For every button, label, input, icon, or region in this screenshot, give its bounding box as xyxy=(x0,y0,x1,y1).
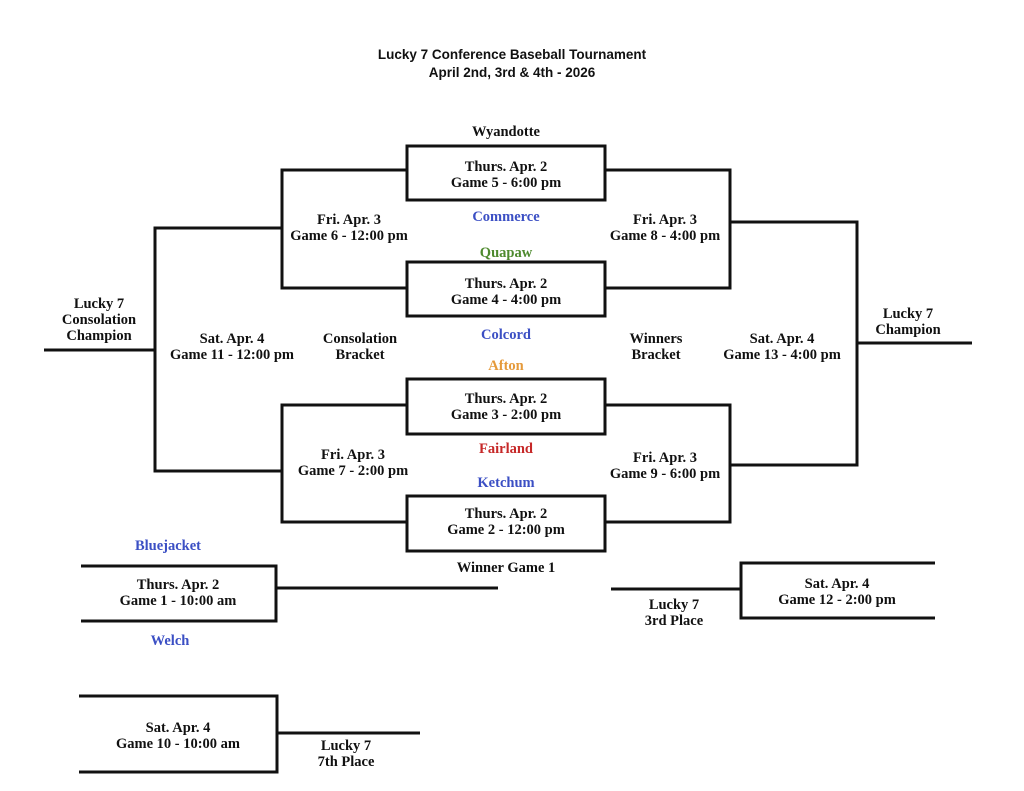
game2-label: Thurs. Apr. 2 Game 2 - 12:00 pm xyxy=(407,506,605,538)
game8-time: Game 8 - 4:00 pm xyxy=(609,228,721,244)
winners-bracket-line1: Winners xyxy=(629,331,683,347)
team-colcord: Colcord xyxy=(481,327,531,343)
page-title: Lucky 7 Conference Baseball Tournament A… xyxy=(312,46,712,82)
game13-time: Game 13 - 4:00 pm xyxy=(723,347,841,363)
game10-time: Game 10 - 10:00 am xyxy=(115,736,241,752)
game5-time: Game 5 - 6:00 pm xyxy=(450,175,562,191)
game3-label: Thurs. Apr. 2 Game 3 - 2:00 pm xyxy=(407,391,605,423)
game12-label: Sat. Apr. 4 Game 12 - 2:00 pm xyxy=(752,576,922,608)
game8-bracket xyxy=(605,168,732,290)
team-bluejacket: Bluejacket xyxy=(134,538,202,554)
consolation-bracket-line2: Bracket xyxy=(335,347,385,363)
seventh-place-line1: Lucky 7 xyxy=(320,738,372,754)
game4-label: Thurs. Apr. 2 Game 4 - 4:00 pm xyxy=(407,276,605,308)
consolation-bracket-label: Consolation Bracket xyxy=(310,331,410,363)
game3-day: Thurs. Apr. 2 xyxy=(464,391,548,407)
title-line1: Lucky 7 Conference Baseball Tournament xyxy=(377,47,647,62)
game12-day: Sat. Apr. 4 xyxy=(804,576,870,592)
game11-time: Game 11 - 12:00 pm xyxy=(169,347,295,363)
game5-day: Thurs. Apr. 2 xyxy=(464,159,548,175)
game6-day: Fri. Apr. 3 xyxy=(317,212,381,228)
game10-day: Sat. Apr. 4 xyxy=(145,720,211,736)
game7-bracket xyxy=(280,403,407,524)
game12-time: Game 12 - 2:00 pm xyxy=(778,592,896,608)
game9-time: Game 9 - 6:00 pm xyxy=(609,466,721,482)
team-commerce: Commerce xyxy=(472,209,540,225)
consolation-champion-label: Lucky 7 Consolation Champion xyxy=(46,296,152,344)
game8-label: Fri. Apr. 3 Game 8 - 4:00 pm xyxy=(598,212,732,244)
game9-day: Fri. Apr. 3 xyxy=(633,450,697,466)
game2-time: Game 2 - 12:00 pm xyxy=(447,522,565,538)
team-wyandotte: Wyandotte xyxy=(472,124,540,140)
champion-line1: Lucky 7 xyxy=(882,306,934,322)
game1-label: Thurs. Apr. 2 Game 1 - 10:00 am xyxy=(90,577,266,609)
game7-label: Fri. Apr. 3 Game 7 - 2:00 pm xyxy=(286,447,420,479)
game3-time: Game 3 - 2:00 pm xyxy=(450,407,562,423)
winner-game1: Winner Game 1 xyxy=(456,560,556,576)
team-afton: Afton xyxy=(488,358,524,374)
team-welch: Welch xyxy=(150,633,190,649)
champion-label: Lucky 7 Champion xyxy=(862,306,954,338)
game13-label: Sat. Apr. 4 Game 13 - 4:00 pm xyxy=(710,331,854,363)
champion-line2: Champion xyxy=(875,322,941,338)
consolation-champion-line1: Lucky 7 xyxy=(73,296,125,312)
game5-label: Thurs. Apr. 2 Game 5 - 6:00 pm xyxy=(407,159,605,191)
game6-time: Game 6 - 12:00 pm xyxy=(290,228,408,244)
game11-day: Sat. Apr. 4 xyxy=(199,331,265,347)
game4-time: Game 4 - 4:00 pm xyxy=(450,292,562,308)
game6-label: Fri. Apr. 3 Game 6 - 12:00 pm xyxy=(282,212,416,244)
third-place-line2: 3rd Place xyxy=(644,613,704,629)
winners-bracket-line2: Bracket xyxy=(631,347,681,363)
game8-day: Fri. Apr. 3 xyxy=(633,212,697,228)
game1-time: Game 1 - 10:00 am xyxy=(119,593,237,609)
winners-bracket-label: Winners Bracket xyxy=(610,331,702,363)
game7-time: Game 7 - 2:00 pm xyxy=(297,463,409,479)
game2-day: Thurs. Apr. 2 xyxy=(464,506,548,522)
consolation-bracket-line1: Consolation xyxy=(322,331,398,347)
consolation-champion-line2: Consolation xyxy=(61,312,137,328)
game11-label: Sat. Apr. 4 Game 11 - 12:00 pm xyxy=(158,331,306,363)
consolation-champion-line3: Champion xyxy=(66,328,132,344)
team-quapaw: Quapaw xyxy=(479,245,533,261)
game9-label: Fri. Apr. 3 Game 9 - 6:00 pm xyxy=(598,450,732,482)
third-place-label: Lucky 7 3rd Place xyxy=(628,597,720,629)
game1-day: Thurs. Apr. 2 xyxy=(136,577,220,593)
seventh-place-line2: 7th Place xyxy=(317,754,375,770)
game7-day: Fri. Apr. 3 xyxy=(321,447,385,463)
seventh-place-label: Lucky 7 7th Place xyxy=(300,738,392,770)
game5-box xyxy=(405,144,607,202)
game4-day: Thurs. Apr. 2 xyxy=(464,276,548,292)
title-line2: April 2nd, 3rd & 4th - 2026 xyxy=(428,65,596,80)
game13-day: Sat. Apr. 4 xyxy=(749,331,815,347)
third-place-line1: Lucky 7 xyxy=(648,597,700,613)
team-fairland: Fairland xyxy=(479,441,533,457)
game1-bracket xyxy=(81,564,278,623)
team-ketchum: Ketchum xyxy=(477,475,535,491)
game10-label: Sat. Apr. 4 Game 10 - 10:00 am xyxy=(86,720,270,752)
